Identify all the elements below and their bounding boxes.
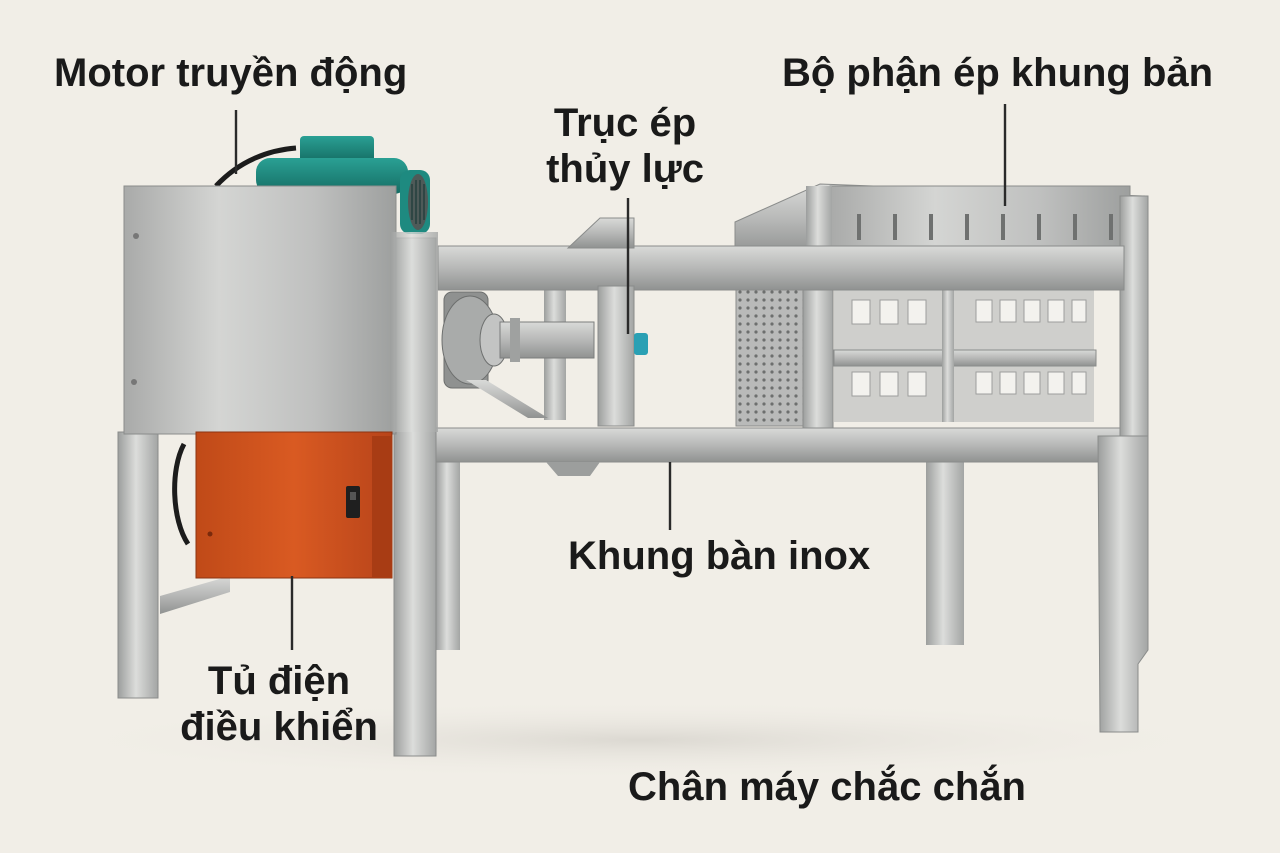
label-machine-legs: Chân máy chắc chắn <box>628 765 1026 809</box>
floor-shadow <box>40 700 1240 780</box>
label-motor: Motor truyền động <box>54 51 408 95</box>
drive-motor <box>214 136 430 234</box>
label-stainless-frame: Khung bàn inox <box>568 534 871 578</box>
table-frame-rail <box>435 427 1121 463</box>
rail-bracket <box>546 462 600 476</box>
motor-housing-panel <box>123 185 438 435</box>
hydraulic-shaft-assembly <box>441 217 648 427</box>
top-rail <box>437 245 1125 291</box>
label-press-unit: Bộ phận ép khung bản <box>782 51 1214 95</box>
leader-lines <box>234 104 1007 650</box>
label-hydraulic-shaft-line2: thủy lực <box>546 147 704 191</box>
label-control-cabinet-line2: điều khiển <box>180 705 378 749</box>
label-control-cabinet: Tủ điện điều khiển <box>166 658 392 750</box>
label-hydraulic-shaft: Trục ép thủy lực <box>530 100 720 192</box>
press-unit <box>734 183 1149 437</box>
label-hydraulic-shaft-line1: Trục ép <box>553 101 697 145</box>
control-cabinet <box>172 431 393 579</box>
label-control-cabinet-line1: Tủ điện <box>207 659 351 703</box>
